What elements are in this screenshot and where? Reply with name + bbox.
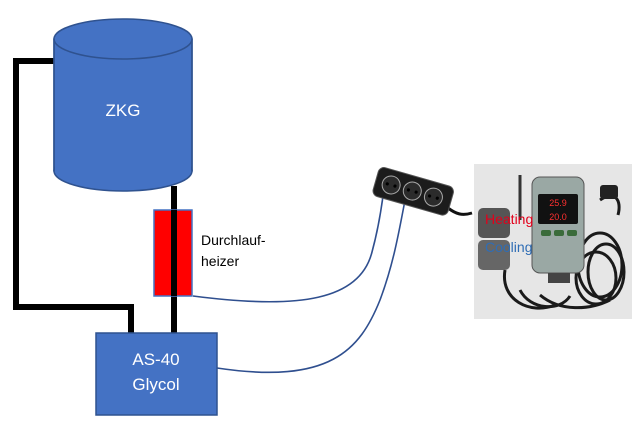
controller-body (531, 176, 585, 274)
power-strip-cord (447, 206, 473, 216)
chiller-cable (216, 189, 408, 374)
controller-cable-base (548, 273, 570, 283)
cooling-socket (478, 240, 510, 270)
heating-label: Heating (485, 211, 533, 227)
chiller-label-line2: Glycol (132, 375, 179, 394)
power-strip (372, 167, 473, 216)
button-down (567, 230, 577, 236)
temperature-controller: 25.9 20.0 Heating Cooling (474, 164, 632, 319)
button-up (554, 230, 564, 236)
chiller-body (95, 332, 218, 416)
heater-label-line2: heizer (201, 253, 239, 269)
chiller-label-line1: AS-40 (132, 350, 179, 369)
socket-icon (423, 187, 443, 207)
socket-icon (381, 175, 401, 195)
power-cables (192, 187, 408, 374)
heater-label-line1: Durchlauf- (201, 232, 266, 248)
display-bottom: 20.0 (549, 212, 567, 222)
cooling-label: Cooling (485, 239, 532, 255)
flow-heater: Durchlauf- heizer (153, 209, 266, 297)
return-pipe (13, 58, 134, 333)
plug-icon (600, 185, 618, 199)
zkg-tank: ZKG (53, 18, 193, 192)
heating-socket (478, 208, 510, 238)
display-top: 25.9 (549, 198, 567, 208)
button-set (541, 230, 551, 236)
glycol-chiller: AS-40 Glycol (95, 332, 218, 416)
heater-cable (192, 187, 385, 303)
tank-label: ZKG (106, 101, 141, 120)
tank-top (53, 18, 193, 60)
controller-display (538, 194, 578, 224)
socket-icon (402, 181, 422, 201)
